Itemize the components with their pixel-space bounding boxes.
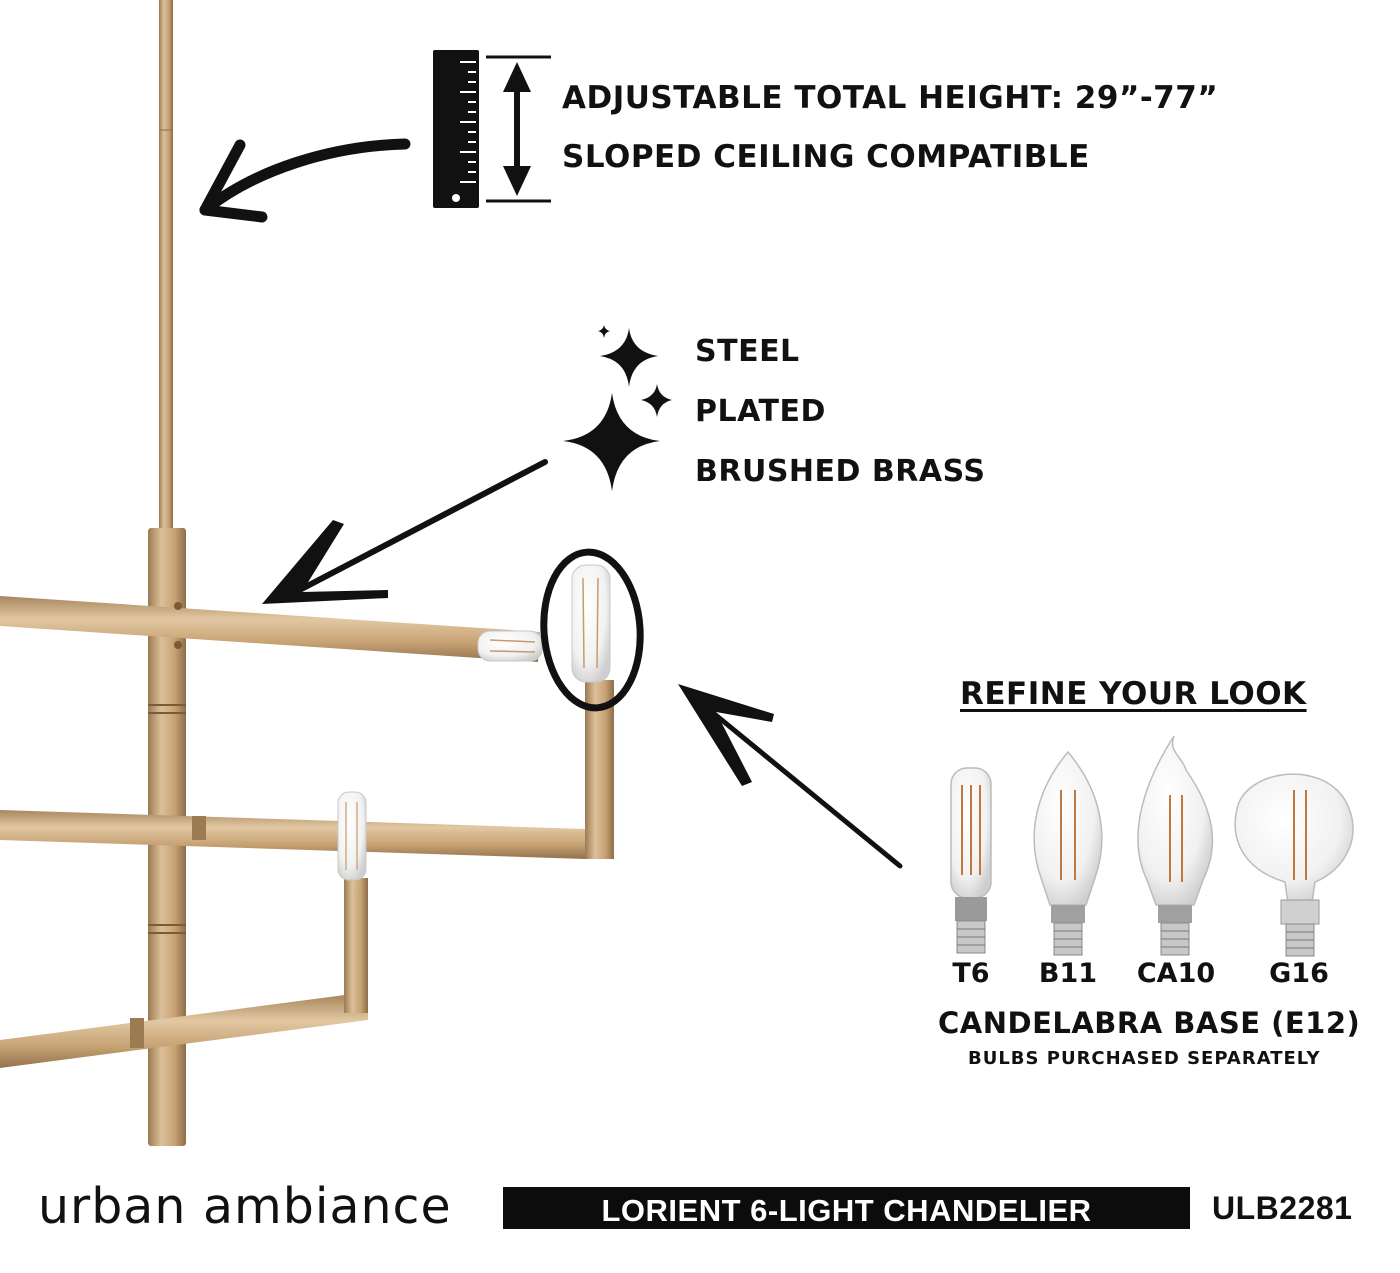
sparkle-icon	[563, 325, 672, 491]
refine-heading: REFINE YOUR LOOK	[960, 676, 1307, 712]
height-feature-text: ADJUSTABLE TOTAL HEIGHT: 29”-77”	[562, 80, 1219, 116]
downrod-arrow-icon	[199, 138, 411, 223]
chandelier-illustration	[0, 0, 614, 1146]
finish-arrow-icon	[262, 459, 548, 604]
bulb-highlight-circle	[540, 548, 644, 712]
height-arrow-icon	[486, 55, 551, 203]
bulb-note-text: BULBS PURCHASED SEPARATELY	[968, 1048, 1321, 1069]
tube-bulb-icon	[950, 767, 992, 954]
bulb-base-text: CANDELABRA BASE (E12)	[938, 1006, 1361, 1040]
bulb-label-t6: T6	[952, 958, 990, 989]
product-name-banner: LORIENT 6-LIGHT CHANDELIER	[503, 1187, 1190, 1229]
ruler-icon	[433, 50, 479, 208]
brand-logo: urban ambiance	[38, 1178, 452, 1235]
material-plated-text: PLATED	[695, 394, 826, 429]
torpedo-bulb-icon	[1033, 750, 1103, 956]
bulb-label-g16: G16	[1269, 958, 1329, 989]
bulb-label-b11: B11	[1038, 958, 1098, 989]
material-finish-text: BRUSHED BRASS	[695, 454, 986, 489]
flame-tip-bulb-icon	[1137, 735, 1214, 956]
globe-bulb-icon	[1234, 773, 1354, 957]
material-steel-text: STEEL	[695, 334, 800, 369]
sloped-ceiling-text: SLOPED CEILING COMPATIBLE	[562, 139, 1090, 175]
bulb-arrow-icon	[678, 684, 903, 869]
bulb-label-ca10: CA10	[1136, 958, 1216, 989]
product-sku: ULB2281	[1212, 1190, 1353, 1226]
product-name: LORIENT 6-LIGHT CHANDELIER	[601, 1193, 1092, 1228]
